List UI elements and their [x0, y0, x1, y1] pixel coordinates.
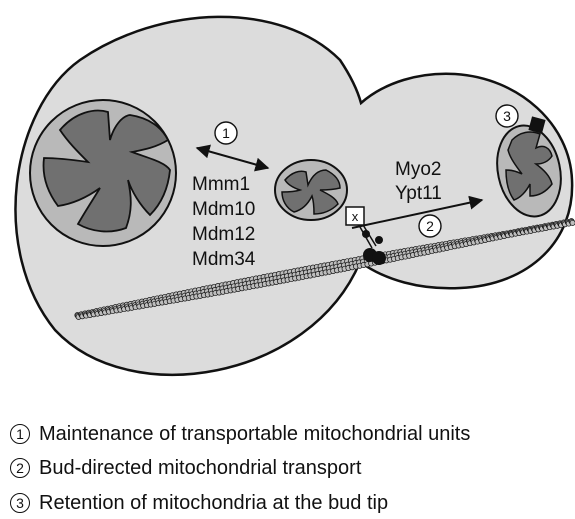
legend-number: 2: [10, 458, 30, 478]
svg-text:1: 1: [222, 125, 230, 141]
actin-bead: [569, 219, 575, 226]
actin-cable: [74, 218, 575, 320]
legend-number: 3: [10, 493, 30, 513]
svg-text:2: 2: [426, 218, 434, 234]
legend-item-2: 2 Bud-directed mitochondrial transport: [10, 455, 361, 481]
label-mdm12: Mdm12: [192, 224, 255, 245]
legend-text: Maintenance of transportable mitochondri…: [39, 422, 471, 445]
transport-arrow: [351, 195, 484, 229]
bud-tip-anchor: [528, 116, 546, 134]
label-mmm1: Mmm1: [192, 174, 250, 195]
transported-mitochondrion: [274, 159, 348, 221]
label-mdm34: Mdm34: [192, 249, 256, 270]
label-ypt11: Ypt11: [395, 183, 442, 204]
motor-bead-top: [362, 230, 370, 238]
bud-mitochondrion: [496, 124, 562, 218]
cargo-receptor-box: [345, 206, 365, 226]
cargo-marker: x: [352, 209, 359, 224]
label-myo2: Myo2: [395, 159, 441, 180]
legend-item-3: 3 Retention of mitochondria at the bud t…: [10, 490, 388, 516]
legend-number: 1: [10, 424, 30, 444]
motor-bead-side: [375, 236, 383, 244]
bud-mitochondrion-cristae: [505, 131, 553, 201]
mother-mitochondrion: [29, 99, 177, 247]
exchange-arrow: [195, 144, 270, 172]
legend-text: Retention of mitochondria at the bud tip: [39, 491, 389, 514]
step-2-marker: 2: [418, 214, 442, 238]
legend-text: Bud-directed mitochondrial transport: [39, 456, 362, 479]
motor-head-right: [372, 251, 386, 265]
legend-item-1: 1 Maintenance of transportable mitochond…: [10, 421, 470, 447]
step-3-marker: 3: [495, 104, 519, 128]
svg-text:3: 3: [503, 108, 511, 124]
transported-mitochondrion-cristae: [281, 169, 341, 215]
label-mdm10: Mdm10: [192, 199, 255, 220]
motor-complex: x: [345, 206, 386, 265]
mother-mitochondrion-cristae: [42, 109, 171, 233]
step-1-marker: 1: [214, 121, 238, 145]
